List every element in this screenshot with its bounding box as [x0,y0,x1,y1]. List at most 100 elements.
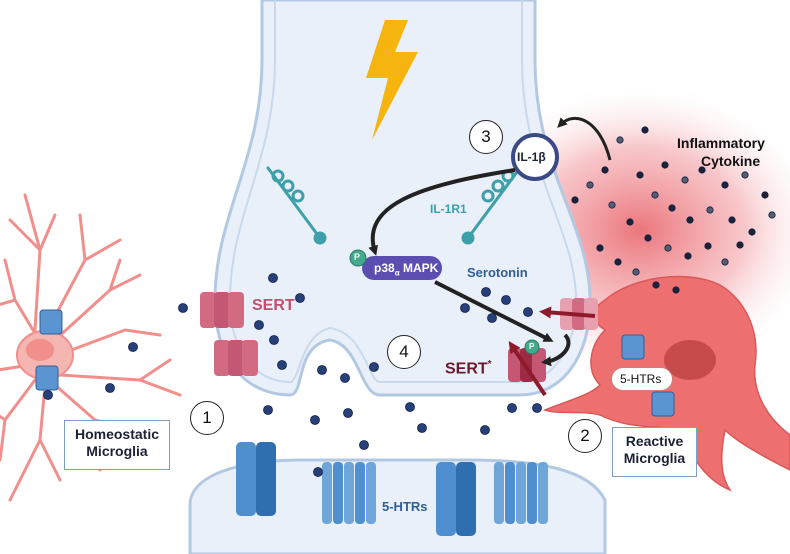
serotonin-label: Serotonin [467,265,528,280]
cytokine-dot [741,171,749,179]
cytokine-dot [748,228,756,236]
cytokine-dot [721,181,729,189]
sert-phospho-label: P [529,342,535,351]
homeostatic-line1: Homeostatic [74,426,160,442]
reactive-5htr-receptor [621,334,645,360]
serotonin-dot [128,342,138,352]
reactive-microglia-box: Reactive Microglia [612,427,697,477]
p38-mapk-pill [362,256,442,280]
cytokine-dot [672,286,680,294]
p38-prefix: p38 [374,261,395,275]
postsynaptic-5htr-channel [236,442,276,516]
cytokine-dot [636,171,644,179]
cytokine-dot [721,258,729,266]
cytokine-arrow [557,116,612,161]
lightning-bolt [366,20,418,140]
homeostatic-line2: Microglia [86,443,148,459]
il1r1-receptor [266,166,327,245]
postsynaptic-5htr-gpcr [494,462,548,524]
cytokine-dot [641,126,649,134]
serotonin-dot [340,373,350,383]
cytokine-dot [704,242,712,250]
cytokine-dot [608,201,616,209]
step-3-marker: 3 [469,120,503,154]
p38-suffix: MAPK [399,261,439,275]
p38-phospho-badge [349,249,367,267]
serotonin-dot [532,403,542,413]
cytokine-dot [571,196,579,204]
p38-to-sert-arrow [434,280,554,342]
serotonin-dot [263,405,273,415]
serotonin-dot [481,287,491,297]
microglia-5htr-receptor [35,365,59,391]
il1r1-label: IL-1R1 [430,202,467,216]
serotonin-dot [317,365,327,375]
serotonin-dot [105,383,115,393]
serotonin-dot [507,403,517,413]
serotonin-dot [277,360,287,370]
sert-label: SERT [252,297,295,314]
step-4-marker: 4 [387,335,421,369]
serotonin-dot [359,440,369,450]
serotonin-dot [178,303,188,313]
sert-star-reuptake-arrow [539,306,596,319]
reactive-line1: Reactive [625,433,684,449]
presynaptic-membrane-inner [228,0,578,384]
cytokine-dot [616,136,624,144]
glia-5htrs-tag [612,368,672,390]
il1r1-receptor [461,166,522,245]
sert-star-reuptake-arrow [508,341,547,397]
serotonin-dot [313,467,323,477]
sert-transporter [200,292,244,328]
cytokine-dot [652,281,660,289]
cytokine-dot [614,258,622,266]
cytokine-dot [596,244,604,252]
p38-subscript: α [394,268,400,278]
cytokine-dot [651,191,659,199]
serotonin-dot [417,423,427,433]
cytokine-dot [728,216,736,224]
cytokine-dot [626,218,634,226]
serotonin-dot [269,335,279,345]
glia-5htrs-label: 5-HTRs [620,372,662,386]
serotonin-dot [295,293,305,303]
inflammatory-label-line2: Cytokine [701,153,761,169]
cytokine-dot [736,241,744,249]
sert-star-superscript: * [487,359,492,370]
sert-star-text: SERT [445,360,488,378]
cytokine-dot [684,252,692,260]
sert-transporter [214,340,258,376]
p38-phospho-label: P [354,252,361,262]
cytokine-dot [706,206,714,214]
p38-label: p38α MAPK [374,262,438,277]
cytokine-dot [632,268,640,276]
homeostatic-microglia-nucleus [26,339,54,361]
sert-phospho-badge [524,339,540,355]
serotonin-dot [343,408,353,418]
postsynaptic-5htr-channel [436,462,476,536]
step-2-marker: 2 [568,419,602,453]
postsynaptic-5htr-gpcr [322,462,376,524]
cytokine-molecules [571,126,776,294]
serotonin-dot [369,362,379,372]
inflammatory-label-line1: Inflammatory [677,135,765,151]
microglia-5htr-receptor [39,309,63,335]
serotonin-dot [405,402,415,412]
serotonin-dot [268,273,278,283]
il1b-to-p38-arrow [368,168,516,256]
cytokine-dot [686,216,694,224]
serotonin-dot [501,295,511,305]
cytokine-dot [661,161,669,169]
serotonin-dot [487,313,497,323]
cytokine-dot [586,181,594,189]
cytokine-dot [644,234,652,242]
cytokine-dot [601,166,609,174]
serotonin-dot [460,303,470,313]
p38-to-sert-arrow [541,333,571,367]
serotonin-dot [43,390,53,400]
sert-star-label: SERT* [445,360,492,377]
serotonin-dot [480,425,490,435]
il1b-label: IL-1β [517,150,546,164]
